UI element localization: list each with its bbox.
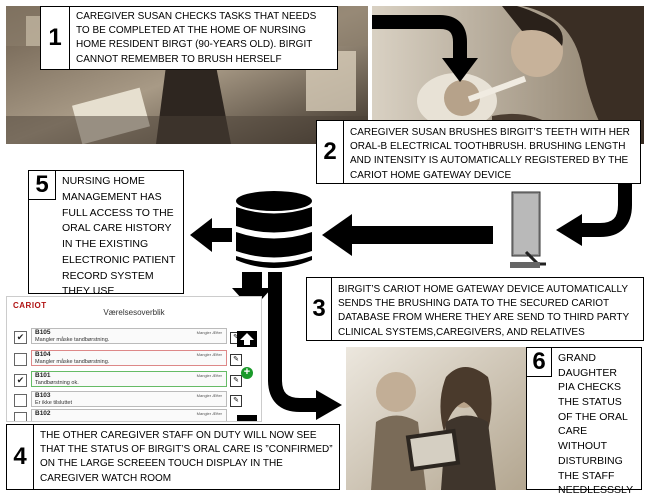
room-id: B103 (35, 392, 51, 399)
row-meta: Mangler Æfter (196, 352, 222, 357)
step-text: Nursing home management has full access … (62, 175, 176, 298)
room-status: Tandbørstning ok. (35, 379, 79, 386)
scroll-down-icon[interactable] (237, 415, 257, 421)
step-number: 5 (29, 171, 56, 200)
room-id: B104 (35, 351, 51, 358)
watch-room-display: CARIOT Værelsesoverblik ✔ B105 Mangler m… (6, 296, 262, 422)
row-checkbox[interactable]: ✔ (14, 374, 27, 387)
room-row[interactable]: ✔ B105 Mangler måske tandbørstning. Mang… (14, 328, 242, 344)
scroll-up-icon[interactable] (237, 331, 257, 347)
row-checkbox[interactable] (14, 353, 27, 366)
step-text: Grand daughter Pia checks the status of … (558, 352, 634, 497)
row-meta: Mangler Æfter (196, 411, 222, 416)
step-text: The other caregiver staff on duty will n… (40, 430, 333, 484)
granddaughter-photo (346, 347, 526, 490)
screen-title: Værelsesoverblik (103, 308, 165, 317)
room-id: B101 (35, 372, 51, 379)
room-id: B102 (35, 410, 51, 417)
step-1-box: 1 Caregiver Susan checks tasks that need… (40, 6, 338, 70)
add-icon[interactable]: + (241, 367, 253, 379)
step-text: Birgit’s Cariot Home Gateway device auto… (338, 284, 629, 338)
room-id: B105 (35, 329, 51, 336)
room-row[interactable]: B102 Mangler Æfter (14, 409, 227, 421)
step-2-box: 2 Caregiver Susan brushes Birgit’s teeth… (316, 120, 641, 184)
edit-icon[interactable]: ✎ (230, 375, 242, 387)
room-row[interactable]: B104 Mangler måske tandbørstning. Mangle… (14, 350, 242, 366)
room-row[interactable]: B103 Er ikke tilsluttet Mangler Æfter ✎ (14, 391, 242, 407)
row-checkbox[interactable] (14, 394, 27, 407)
database-icon (232, 190, 316, 272)
row-checkbox[interactable] (14, 412, 27, 421)
room-status: Mangler måske tandbørstning. (35, 336, 110, 343)
step-number: 2 (317, 121, 344, 183)
row-meta: Mangler Æfter (196, 393, 222, 398)
step-number: 1 (41, 7, 70, 69)
edit-icon[interactable]: ✎ (230, 395, 242, 407)
step-number: 4 (7, 425, 34, 489)
row-meta: Mangler Æfter (196, 330, 222, 335)
gateway-device-icon (506, 190, 548, 272)
room-status: Mangler måske tandbørstning. (35, 358, 110, 365)
room-row[interactable]: ✔ B101 Tandbørstning ok. Mangler Æfter ✎ (14, 371, 242, 387)
row-checkbox[interactable]: ✔ (14, 331, 27, 344)
step-number: 6 (527, 348, 552, 377)
step-number: 3 (307, 278, 332, 340)
room-status: Er ikke tilsluttet (35, 399, 72, 406)
step-5-box: 5 Nursing home management has full acces… (28, 170, 184, 298)
step-6-box: 6 Grand daughter Pia checks the status o… (526, 347, 642, 497)
step-4-box: 4 The other caregiver staff on duty will… (6, 424, 340, 490)
step-text: Caregiver Susan checks tasks that needs … (76, 11, 317, 65)
step-text: Caregiver Susan brushes Birgit’s teeth w… (350, 127, 630, 181)
row-meta: Mangler Æfter (196, 373, 222, 378)
edit-icon[interactable]: ✎ (230, 354, 242, 366)
step-3-box: 3 Birgit’s Cariot Home Gateway device au… (306, 277, 644, 341)
cariot-logo: CARIOT (13, 301, 47, 310)
